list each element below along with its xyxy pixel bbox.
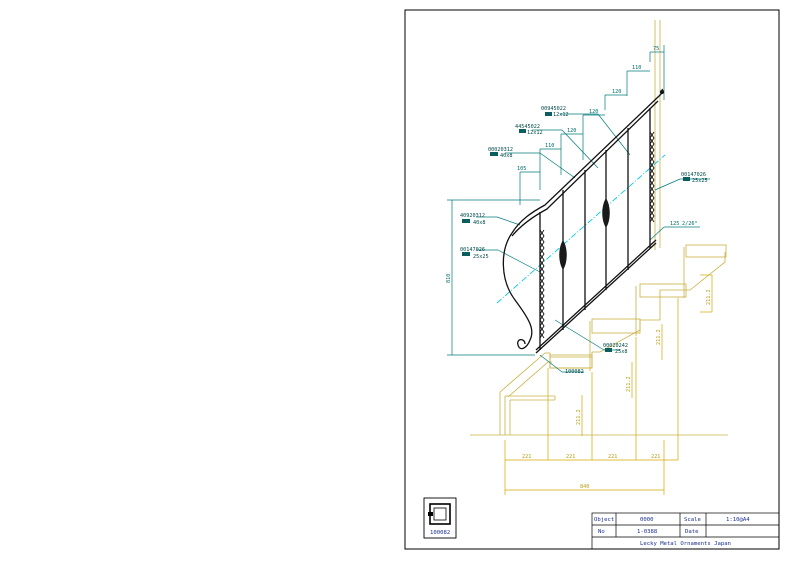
riser-dim-2: 211.2 — [626, 376, 632, 392]
scale-label: Scale — [684, 517, 701, 523]
part-size: 25x25 — [473, 254, 489, 260]
part-code: 00147026 — [460, 247, 485, 253]
object-value: 0000 — [640, 517, 653, 523]
part-tag-marker — [490, 152, 498, 156]
leaf-ornament-right[interactable] — [602, 198, 610, 228]
twisted-balusters — [539, 131, 655, 339]
angle-label: 2/26° — [682, 221, 698, 227]
scale-value: 1:10@A4 — [726, 517, 750, 523]
dimension-lines — [447, 45, 710, 373]
part-size: 12x12 — [553, 112, 569, 118]
part-tag-marker — [605, 348, 612, 352]
date-label: Date — [685, 529, 699, 535]
part-size: 40x8 — [500, 153, 513, 159]
part-tag-group: 00945022 12x12 44545022 12x12 00020312 4… — [460, 106, 708, 375]
bottom-dim-1: 221 — [522, 454, 531, 460]
no-value: 1-0388 — [637, 529, 658, 535]
part-code: 44545022 — [515, 124, 540, 130]
part-tag-marker — [519, 129, 526, 133]
object-label: Object — [594, 517, 614, 523]
leaf-ornaments[interactable] — [559, 198, 610, 270]
top-dim-75: 75 — [653, 46, 659, 52]
part-size: 40x8 — [473, 220, 486, 226]
riser-dim-4: 211.2 — [706, 289, 712, 305]
riser-dim-3: 211.2 — [656, 329, 662, 345]
part-size: 12x12 — [527, 130, 543, 136]
bottom-dim-2: 221 — [566, 454, 575, 460]
stair-center-line — [496, 154, 666, 304]
logo-box: 100082 — [423, 497, 457, 539]
riser-dim-1: 211.2 — [576, 409, 582, 425]
no-label: No — [598, 529, 605, 535]
title-block — [591, 512, 780, 550]
bottom-dim-4: 221 — [651, 454, 660, 460]
part-code: 00020312 — [488, 147, 513, 153]
top-dim-110b: 110 — [545, 143, 554, 149]
stair-dimension-lines — [504, 274, 713, 495]
part-tag-marker — [683, 177, 690, 181]
part-code: 00147026 — [681, 172, 706, 178]
top-dim-120b: 120 — [589, 109, 598, 115]
angle-number: 125 — [670, 221, 679, 227]
company-name: Lecky Metal Ornaments Japan — [640, 541, 731, 547]
bottom-total-dim: 840 — [580, 484, 589, 490]
top-dim-120c: 120 — [567, 128, 576, 134]
height-dim-810: 810 — [446, 274, 452, 283]
part-code: 00020242 — [603, 343, 628, 349]
leaf-ornament-left[interactable] — [559, 240, 567, 270]
drawing-frame — [404, 9, 780, 550]
stair-outline — [470, 20, 728, 436]
part-size: 25x25 — [692, 178, 708, 184]
handrail-end-cap — [660, 90, 664, 94]
bottom-dim-3: 221 — [608, 454, 617, 460]
part-size: 25x8 — [615, 349, 628, 355]
top-dim-120a: 120 — [612, 89, 621, 95]
logo-caption: 100082 — [430, 530, 450, 536]
part-code: 100082 — [565, 369, 584, 375]
part-tag-marker — [462, 252, 470, 256]
top-dim-110a: 110 — [632, 65, 641, 71]
part-code: 00945022 — [541, 106, 566, 112]
top-dim-105: 105 — [517, 166, 526, 172]
part-tag-marker — [462, 219, 470, 223]
part-code: 40920312 — [460, 213, 485, 219]
part-tag-marker — [545, 112, 552, 116]
